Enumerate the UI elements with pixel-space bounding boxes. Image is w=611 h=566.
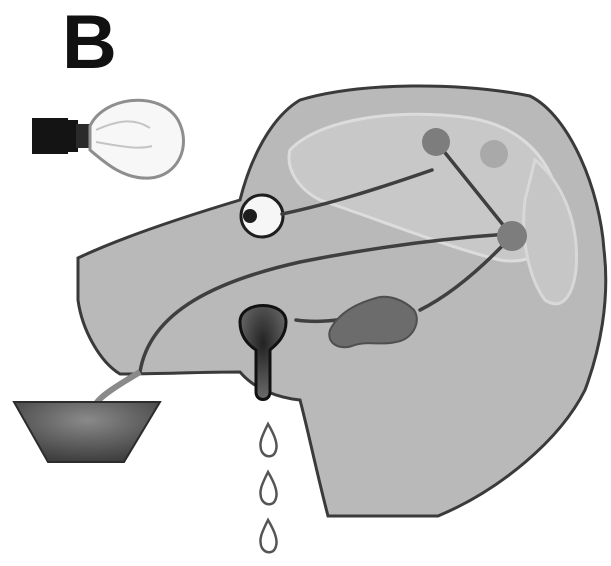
eye-pupil	[243, 209, 257, 223]
saliva-drop-icon	[260, 424, 276, 456]
visual-center-neuron	[422, 128, 450, 156]
bulb-socket	[32, 118, 68, 154]
bowl-body	[14, 402, 160, 462]
saliva-tube	[96, 372, 140, 404]
saliva-drop-icon	[260, 520, 276, 552]
saliva-drop-icon	[260, 472, 276, 504]
saliva-drops	[260, 424, 276, 552]
light-bulb-icon	[32, 100, 183, 178]
bulb-glass	[90, 100, 183, 178]
food-bowl-icon	[14, 402, 160, 462]
salivation-center-neuron	[497, 221, 527, 251]
bulb-screw	[76, 124, 90, 148]
association-neuron	[480, 140, 508, 168]
dog-eye	[241, 195, 283, 237]
